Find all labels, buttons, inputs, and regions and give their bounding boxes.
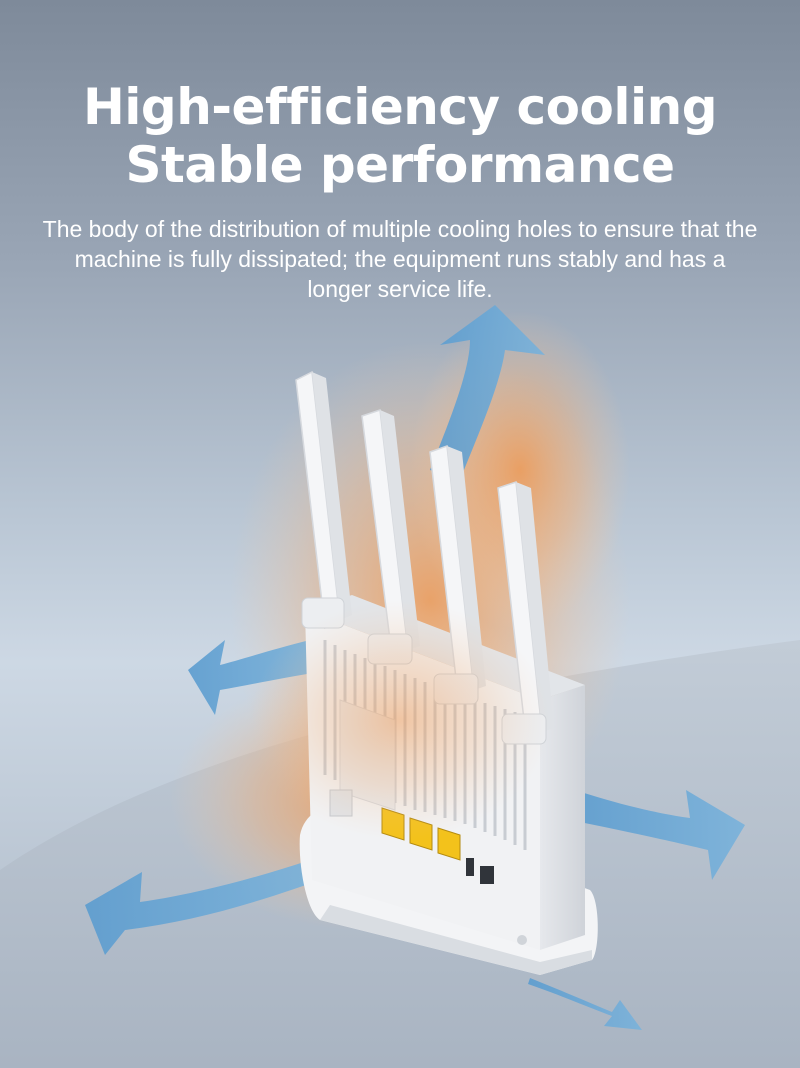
arrow-icon — [85, 305, 745, 1030]
headline: High-efficiency cooling Stable performan… — [0, 78, 800, 194]
dc-port — [480, 866, 494, 884]
heat-glow — [250, 600, 550, 840]
headline-line-2: Stable performance — [125, 136, 675, 194]
description-text: The body of the distribution of multiple… — [42, 216, 758, 302]
usb-port — [466, 858, 474, 876]
reset-hole — [517, 935, 527, 945]
lan-port — [437, 827, 461, 861]
headline-line-1: High-efficiency cooling — [82, 78, 718, 136]
